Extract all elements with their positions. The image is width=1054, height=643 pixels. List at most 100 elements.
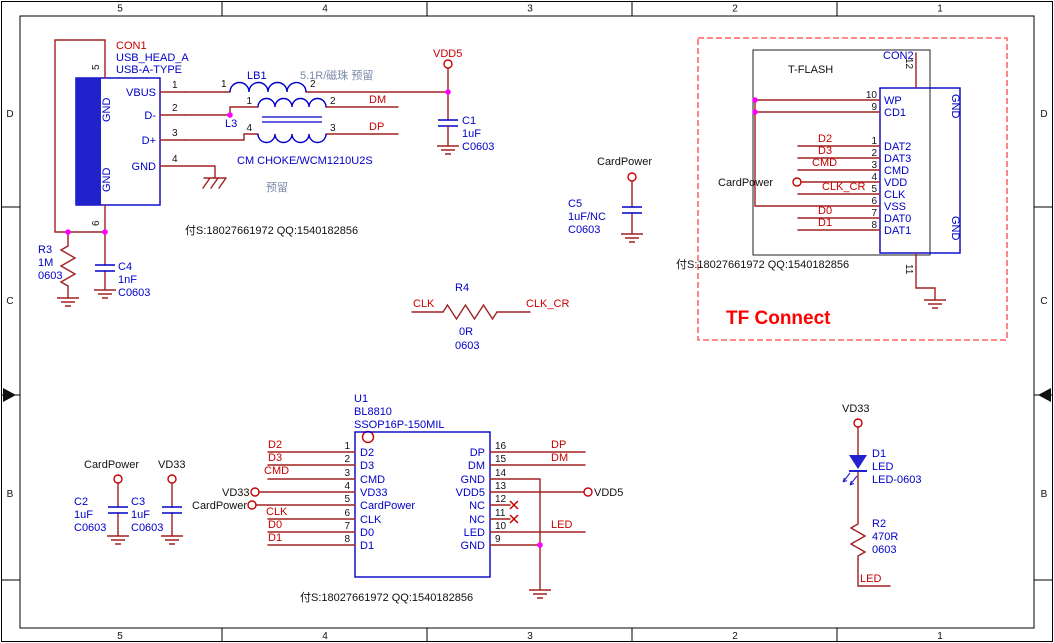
power-port-vdd5[interactable]: VDD5 xyxy=(433,48,462,121)
u1-pin-name: D2 xyxy=(360,447,374,459)
u1-pin-name: LED xyxy=(464,527,485,539)
con1-pin-number: 4 xyxy=(172,154,178,165)
u1-pin-name: GND xyxy=(461,540,486,552)
ground-symbol xyxy=(923,299,947,309)
u1-pin-number: 9 xyxy=(495,534,501,545)
u1-pin-name: D0 xyxy=(360,527,374,539)
u1-pin-name: CMD xyxy=(360,474,385,486)
d1-net-label: D1 xyxy=(818,217,832,229)
con2-pin-name: WP xyxy=(884,95,902,107)
con1-shell-gnd: GND xyxy=(101,168,113,193)
contact-note: 付S:18027661972 QQ:1540182856 xyxy=(676,258,849,271)
con1-pin-vbus: VBUS xyxy=(126,87,156,99)
u1-pin-number: 4 xyxy=(344,481,350,492)
con2-name: T-FLASH xyxy=(788,64,833,76)
vd33-net-label: VD33 xyxy=(222,487,250,499)
u1-pin-number: 5 xyxy=(344,494,350,505)
capacitor-plates xyxy=(438,119,458,127)
power-port-circle xyxy=(583,487,593,497)
con2-gnd-label: GND xyxy=(949,216,961,241)
u1-pin-number: 6 xyxy=(344,508,350,519)
l3-pin-number: 3 xyxy=(330,123,336,134)
frame-arrow-right xyxy=(1038,388,1051,402)
c2-ref: C2 xyxy=(74,496,88,508)
led-d1[interactable]: VD33 D1 LED LED-0603 xyxy=(842,403,922,521)
common-mode-choke-l3[interactable]: L3 1 2 4 3 CM CHOKE/WCM1210U2S 预留 DM DP xyxy=(184,94,399,194)
con1-pin-gnd: GND xyxy=(132,161,157,173)
con1-pin-dplus: D+ xyxy=(142,135,156,147)
capacitor-c1[interactable]: C1 1uF C0603 xyxy=(436,115,494,155)
grid-col-label: 5 xyxy=(117,631,123,642)
led-triangle xyxy=(849,455,867,469)
tf-connect-section[interactable]: CON2 T-FLASH WP CD1 DAT2 DAT3 CMD VDD CL… xyxy=(676,37,1008,341)
c5-value: 1uF/NC xyxy=(568,211,606,223)
resistor-r2[interactable]: R2 470R 0603 LED xyxy=(849,518,898,587)
clk-cr-net-label: CLK_CR xyxy=(822,181,865,193)
u1-pin-name: VDD5 xyxy=(456,487,485,499)
con1-shell-gnd: GND xyxy=(101,98,113,123)
ground-symbol xyxy=(528,589,552,599)
d0-net-label: D0 xyxy=(268,519,282,531)
con2-pin-name: CD1 xyxy=(884,107,906,119)
u1-pin-number: 3 xyxy=(344,468,350,479)
u1-pin-number: 16 xyxy=(495,441,507,452)
con1-pin-number: 2 xyxy=(172,103,178,114)
con2-pin-name: VDD xyxy=(884,177,907,189)
lb1-pin-number: 2 xyxy=(310,79,316,90)
u1-pin-number: 1 xyxy=(344,441,350,452)
u1-pin-name: CardPower xyxy=(360,500,415,512)
ic-u1[interactable]: U1 BL8810 SSOP16P-150MIL D2 D3 CMD VD33 … xyxy=(192,393,623,599)
r2-footprint: 0603 xyxy=(872,544,896,556)
grid-col-label: 4 xyxy=(322,631,328,642)
con2-pin-number: 2 xyxy=(871,148,877,159)
r3-footprint: 0603 xyxy=(38,270,62,282)
c1-value: 1uF xyxy=(462,128,481,140)
u1-pin-number: 11 xyxy=(495,508,506,519)
power-port-circle xyxy=(627,172,637,182)
resistor-r3[interactable]: R3 1M 0603 xyxy=(38,231,80,307)
c1-footprint: C0603 xyxy=(462,141,494,153)
power-port-circle xyxy=(792,177,802,187)
dp-net-label: DP xyxy=(551,439,566,451)
l3-pin-number: 4 xyxy=(246,123,252,134)
con1-pin-number: 3 xyxy=(172,128,178,139)
capacitor-c2[interactable]: CardPower C2 1uF C0603 xyxy=(74,459,139,545)
d0-net-label: D0 xyxy=(818,205,832,217)
dp-net-label: DP xyxy=(369,121,384,133)
cardpower-net-label: CardPower xyxy=(718,177,773,189)
resistor-zigzag xyxy=(849,519,867,561)
con2-pin-number: 3 xyxy=(871,160,877,171)
vdd5-net-label: VDD5 xyxy=(433,48,462,60)
clk-net-label: CLK xyxy=(266,506,288,518)
r2-value: 470R xyxy=(872,531,898,543)
ferrite-bead-lb1[interactable]: LB1 5.1R/磁珠 预留 1 2 xyxy=(184,68,449,93)
con2-pin-name: VSS xyxy=(884,201,906,213)
u1-pin-name: CLK xyxy=(360,514,382,526)
c5-ref: C5 xyxy=(568,198,582,210)
con1-type: USB-A-TYPE xyxy=(116,64,182,76)
resistor-r4[interactable]: R4 CLK CLK_CR 0R 0603 xyxy=(411,282,569,352)
d2-net-label: D2 xyxy=(268,439,282,451)
nc-cross xyxy=(509,500,519,524)
vdd5-net-label: VDD5 xyxy=(594,487,623,499)
u1-pin-name: DM xyxy=(468,460,485,472)
grid-row-label: C xyxy=(6,296,13,307)
junction-dot xyxy=(102,229,108,235)
usb-connector-con1[interactable]: CON1 USB_HEAD_A USB-A-TYPE VBUS D- D+ GN… xyxy=(54,39,227,233)
capacitor-c5[interactable]: CardPower C5 1uF/NC C0603 xyxy=(568,156,652,243)
capacitor-c3[interactable]: VD33 C3 1uF C0603 xyxy=(131,459,186,545)
u1-pin-name: DP xyxy=(470,447,485,459)
capacitor-c4[interactable]: C4 1nF C0603 xyxy=(93,231,150,299)
con2-pin-number: 8 xyxy=(871,220,877,231)
r3-value: 1M xyxy=(38,257,53,269)
choke-coil-top xyxy=(257,97,327,108)
u1-pin-name: NC xyxy=(469,514,485,526)
r4-footprint: 0603 xyxy=(455,340,479,352)
resistor-zigzag xyxy=(442,303,498,321)
junction-dot xyxy=(65,229,71,235)
con2-pin-name: CMD xyxy=(884,165,909,177)
d1-net-label: D1 xyxy=(268,532,282,544)
l3-value: CM CHOKE/WCM1210U2S xyxy=(237,155,373,167)
power-port-circle xyxy=(167,474,177,484)
